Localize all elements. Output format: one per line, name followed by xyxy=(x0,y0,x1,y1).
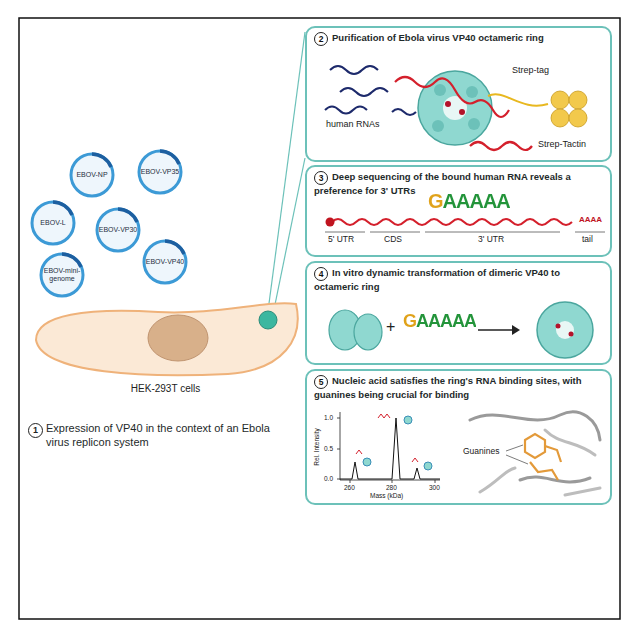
step-title: Expression of VP40 in the context of an … xyxy=(46,421,276,449)
sequence-logo: GAAAAA xyxy=(428,190,510,212)
zoom-line xyxy=(268,32,305,311)
tick-label: 1.0 xyxy=(324,414,333,421)
strep-tag xyxy=(488,94,548,105)
guanine-sticks xyxy=(525,434,561,480)
region-label: tail xyxy=(582,235,593,244)
mrna xyxy=(332,219,572,225)
tick-label: 0.5 xyxy=(324,445,333,452)
region-ticks xyxy=(325,232,605,233)
plasmid-label: EBOV-NP xyxy=(72,171,112,179)
cap xyxy=(326,218,335,227)
plasmid-label: EBOV-VP30 xyxy=(98,226,138,234)
plasmid: EBOV-mini-genome xyxy=(39,252,85,298)
tick-label: 260 xyxy=(344,484,355,491)
step-number: 5 xyxy=(314,375,328,389)
bound-rna xyxy=(395,77,509,117)
cell-outline xyxy=(28,298,303,378)
cell: HEK-293T cells xyxy=(28,298,303,394)
human-rna-strands xyxy=(325,66,416,115)
plus-sign: + xyxy=(386,318,395,336)
step-number: 4 xyxy=(314,267,328,281)
outer-frame xyxy=(19,18,620,619)
complex-icons xyxy=(356,414,432,470)
plasmid: EBOV-L xyxy=(30,200,76,246)
callout-label: Guanines xyxy=(463,447,499,456)
bound-rna xyxy=(470,142,532,150)
step-title: Purification of Ebola virus VP40 octamer… xyxy=(332,32,544,43)
vp40-ring xyxy=(418,71,492,145)
plasmid-label: EBOV-mini-genome xyxy=(42,267,82,283)
region-label: 3' UTR xyxy=(478,235,504,244)
part-label: Strep-tag xyxy=(512,66,549,76)
step-number: 3 xyxy=(314,171,328,185)
part-label: human RNAs xyxy=(326,120,380,130)
polya-tail: AAAA xyxy=(579,216,602,225)
sequence-logo: GAAAAA xyxy=(403,312,476,332)
vp40-dimer xyxy=(329,310,382,350)
region-label: 5' UTR xyxy=(328,235,354,244)
region-label: CDS xyxy=(384,235,402,244)
reaction-arrow xyxy=(478,329,512,331)
plasmid: EBOV-VP30 xyxy=(95,207,141,253)
mass-spectrum xyxy=(337,412,440,483)
step-number: 2 xyxy=(314,32,328,46)
plasmid-label: EBOV-VP35 xyxy=(140,168,180,176)
step-title: Nucleic acid satisfies the ring's RNA bi… xyxy=(314,375,582,400)
panel-heading: 4In vitro dynamic transformation of dime… xyxy=(307,263,610,293)
cell-label: HEK-293T cells xyxy=(28,383,303,394)
plasmid-label: EBOV-VP40 xyxy=(145,258,185,266)
vp40-ring xyxy=(537,302,593,358)
part-label: Strep-Tactin xyxy=(538,140,586,150)
tick-label: 280 xyxy=(386,484,397,491)
strep-tactin xyxy=(551,91,587,127)
axis-title: Mass (kDa) xyxy=(370,492,403,499)
panel-heading: 2 Purification of Ebola virus VP40 octame… xyxy=(307,28,610,46)
plasmid: EBOV-VP40 xyxy=(142,239,188,285)
panel-heading: 5Nucleic acid satisfies the ring's RNA b… xyxy=(307,371,610,401)
axis-title: Rel. Intensity xyxy=(313,428,320,466)
step-title: In vitro dynamic transformation of dimer… xyxy=(314,267,560,292)
plasmid: EBOV-VP35 xyxy=(137,149,183,195)
tick-label: 300 xyxy=(429,484,440,491)
callout-number: 1 xyxy=(28,423,43,438)
tick-label: 0.0 xyxy=(324,475,333,482)
plasmid-label: EBOV-L xyxy=(33,219,73,227)
plasmid: EBOV-NP xyxy=(69,152,115,198)
reaction-arrow-head xyxy=(512,325,520,335)
leader-line xyxy=(506,445,528,464)
